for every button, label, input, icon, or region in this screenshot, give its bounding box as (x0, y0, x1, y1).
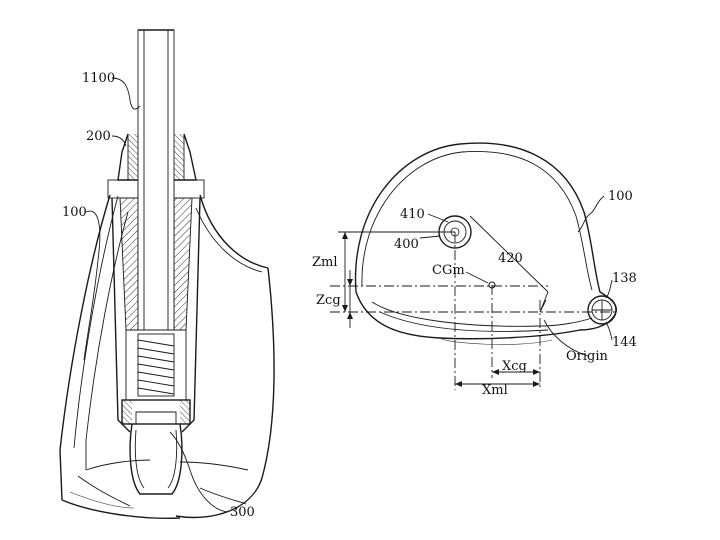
label-head-right: 100 (608, 189, 633, 204)
label-cgm: CGm (432, 263, 465, 278)
label-ferrule: 200 (86, 129, 111, 144)
label-head-left: 100 (62, 205, 87, 220)
label-origin: Origin (566, 349, 609, 364)
label-distance: 420 (498, 251, 523, 266)
label-zcg: Zcg (316, 293, 341, 308)
label-hosel-bottom: 144 (612, 335, 637, 350)
label-xcg: Xcg (502, 359, 527, 374)
label-hosel-top: 138 (612, 271, 637, 286)
label-shaft: 1100 (82, 71, 115, 86)
label-xml: Xml (482, 383, 508, 398)
label-mass-body: 400 (394, 237, 419, 252)
label-zml: Zml (312, 255, 338, 270)
label-mass-pad: 410 (400, 207, 425, 222)
label-fastener: 300 (230, 505, 255, 520)
hosel-cross-section (60, 30, 274, 518)
